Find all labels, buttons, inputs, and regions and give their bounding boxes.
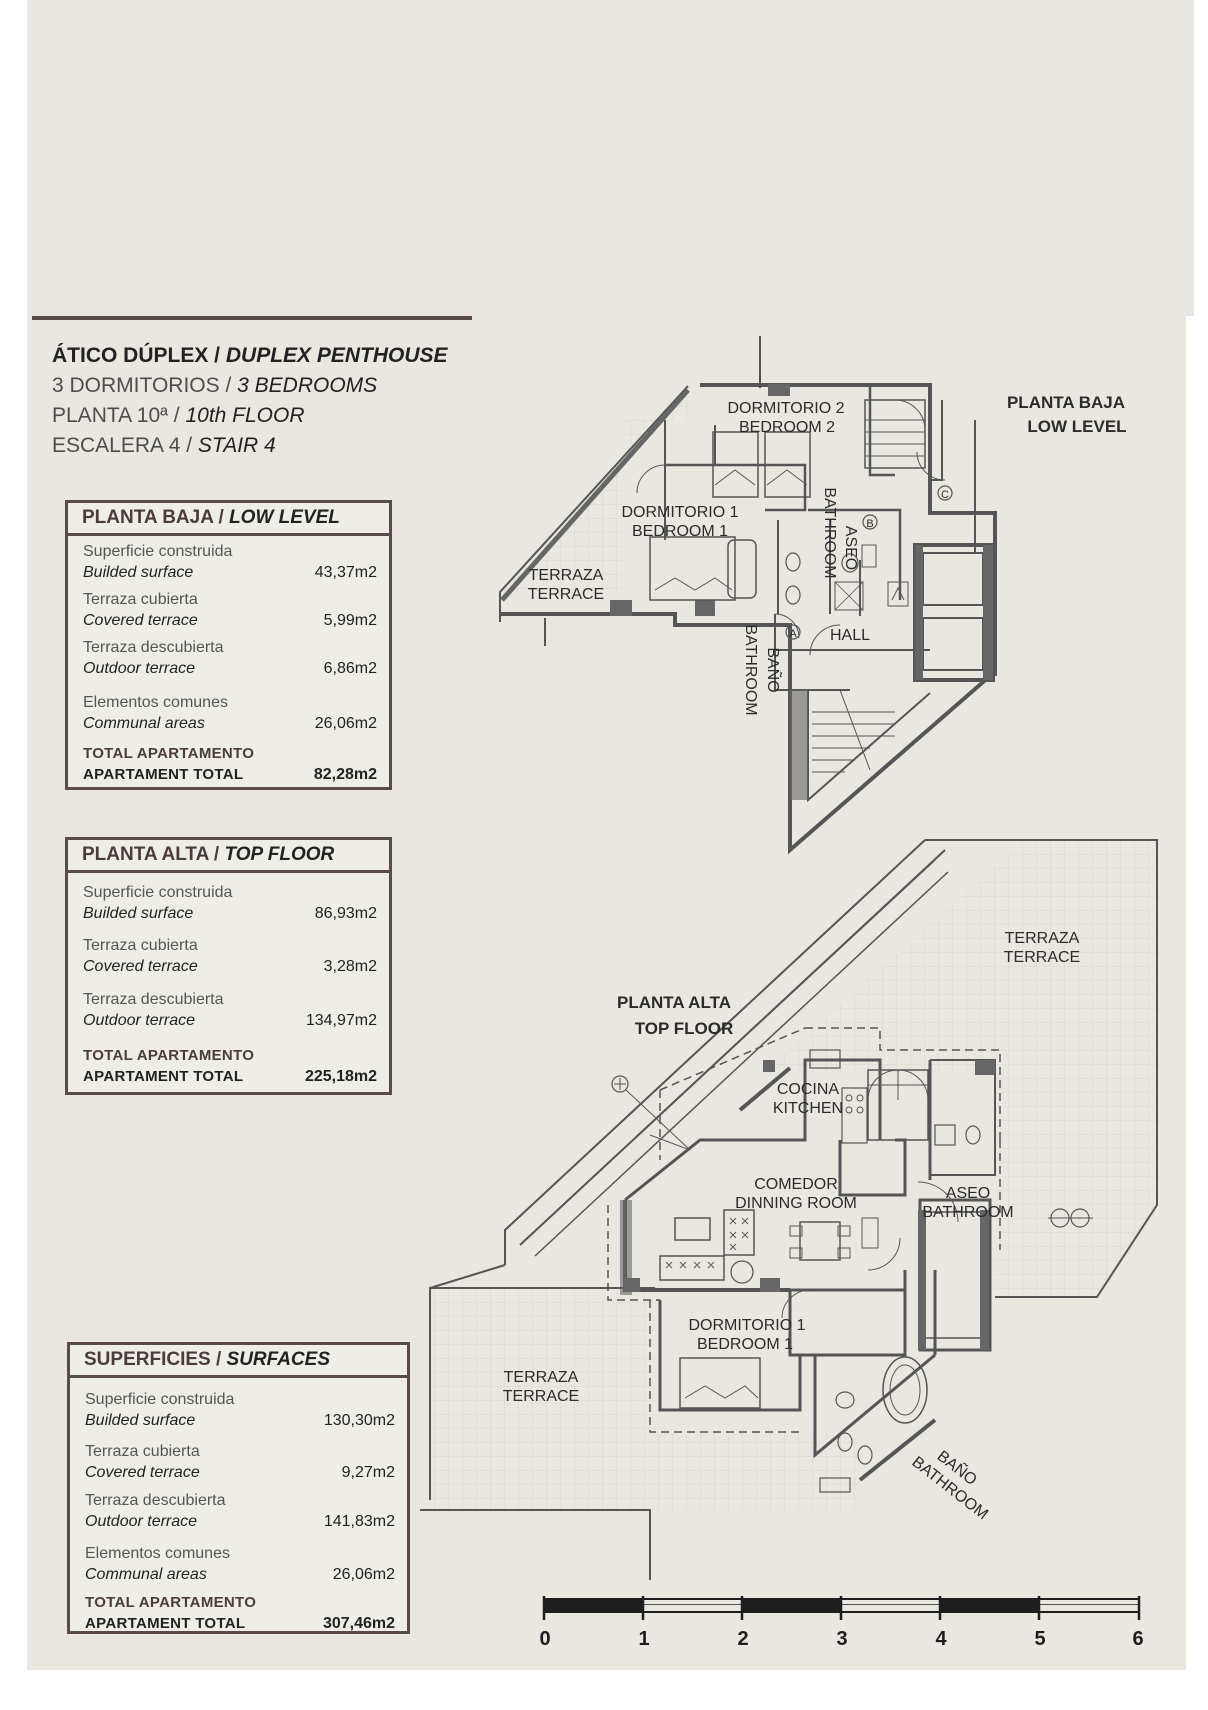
scale-label: 1	[638, 1628, 649, 1650]
marker-b: B	[866, 518, 873, 530]
bano-label-en: BATHROOM	[742, 624, 759, 715]
surfaces-table: SUPERFICIES / SURFACES Superficie constr…	[67, 1342, 410, 1634]
low-terrace-label-en: TERRACE	[528, 586, 604, 603]
top-aseo-label-es: ASEO	[946, 1185, 990, 1202]
stair-es: ESCALERA 4 /	[52, 434, 193, 457]
dining-label-es: COMEDOR	[754, 1176, 838, 1193]
top-plan-title-es: PLANTA ALTA	[617, 993, 731, 1012]
dorm1-label-en: BEDROOM 1	[632, 523, 728, 540]
hall-label: HALL	[830, 627, 870, 644]
top-dorm1-label-en: BEDROOM 1	[697, 1336, 793, 1353]
top-aseo-label-en: BATHROOM	[922, 1204, 1013, 1221]
top-plan-title-en: TOP FLOOR	[635, 1019, 734, 1038]
stair-en: STAIR 4	[197, 434, 276, 457]
terrace1-label-es: TERRAZA	[1005, 930, 1080, 947]
dorm2-label-es: DORMITORIO 2	[727, 400, 844, 417]
terrace2-label-es: TERRAZA	[504, 1369, 579, 1386]
dorm2-label-en: BEDROOM 2	[739, 419, 835, 436]
header-rule	[32, 316, 472, 320]
marker-a: A	[789, 628, 797, 640]
low-level-plan	[499, 336, 997, 855]
low-level-labels: PLANTA BAJA LOW LEVEL DORMITORIO 2 BEDRO…	[528, 393, 1127, 716]
marker-c: C	[941, 489, 949, 501]
title-es: ÁTICO DÚPLEX /	[52, 344, 221, 367]
kitchen-label-en: KITCHEN	[773, 1100, 843, 1117]
scale-label: 2	[737, 1628, 748, 1650]
bedrooms-es: 3 DORMITORIOS /	[52, 374, 232, 397]
top-floor-table: PLANTA ALTA / TOP FLOOR Superficie const…	[65, 837, 392, 1095]
stair-line: ESCALERA 4 / STAIR 4	[52, 431, 276, 461]
surfaces-table-title: SUPERFICIES / SURFACES	[70, 1345, 407, 1378]
scale-label: 5	[1034, 1628, 1045, 1650]
top-floor-table-title: PLANTA ALTA / TOP FLOOR	[68, 840, 389, 873]
top-dorm1-label-es: DORMITORIO 1	[688, 1317, 805, 1334]
balustrade	[521, 859, 949, 1257]
low-terrace-label-es: TERRAZA	[529, 567, 604, 584]
terrace2-label-en: TERRACE	[503, 1388, 579, 1405]
bedrooms-line: 3 DORMITORIOS / 3 BEDROOMS	[52, 371, 377, 401]
scale-bar: 0 1 2 3 4 5 6	[539, 1596, 1144, 1650]
scale-label: 4	[935, 1628, 947, 1650]
floor-en: 10th FLOOR	[185, 404, 305, 427]
title-en: DUPLEX PENTHOUSE	[225, 344, 448, 367]
scale-label: 6	[1132, 1628, 1143, 1650]
top-floor-plan	[420, 839, 1158, 1580]
floor-es: PLANTA 10ª /	[52, 404, 180, 427]
kitchen-label-es: COCINA	[777, 1081, 840, 1098]
aseo-label-en: BATHROOM	[821, 487, 838, 578]
scale-label: 3	[836, 1628, 847, 1650]
floor-line: PLANTA 10ª / 10th FLOOR	[52, 401, 305, 431]
bedrooms-en: 3 BEDROOMS	[237, 374, 378, 397]
aseo-label-es: ASEO	[842, 526, 859, 570]
bano-label-es: BAÑO	[764, 647, 784, 692]
low-level-table-title: PLANTA BAJA / LOW LEVEL	[68, 503, 389, 536]
low-plan-title-en: LOW LEVEL	[1027, 417, 1126, 436]
terrace1-label-en: TERRACE	[1004, 949, 1080, 966]
sheet-header-area	[27, 0, 1194, 316]
scale-label: 0	[539, 1628, 550, 1650]
dining-label-en: DINNING ROOM	[735, 1195, 857, 1212]
low-level-table: PLANTA BAJA / LOW LEVEL Superficie const…	[65, 500, 392, 790]
title-line: ÁTICO DÚPLEX / DUPLEX PENTHOUSE	[52, 341, 448, 371]
low-plan-title-es: PLANTA BAJA	[1007, 393, 1125, 412]
dorm1-label-es: DORMITORIO 1	[621, 504, 738, 521]
